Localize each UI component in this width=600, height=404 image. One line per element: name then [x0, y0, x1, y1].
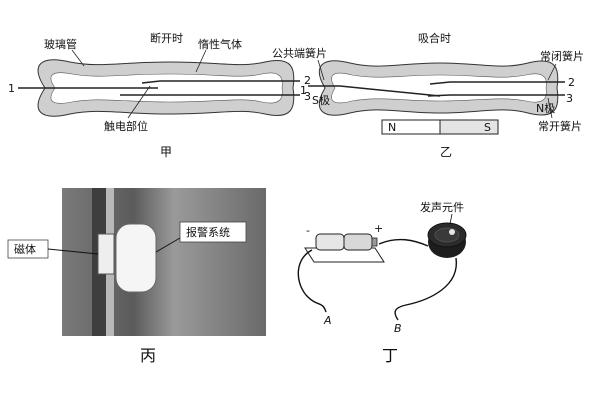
plus-label: + [374, 222, 383, 235]
gas-pointer [195, 49, 207, 73]
glass-pointer [71, 49, 85, 67]
bar-magnet-s [439, 119, 499, 135]
door-alarm-photo: 磁体 报警系统 丙 [7, 188, 266, 365]
glass-tube-label: 玻璃管 [44, 37, 77, 51]
magnet-block [97, 233, 115, 275]
contact-pointer [127, 85, 151, 119]
battery-terminal-cap [371, 237, 378, 247]
contact-label: 触电部位 [104, 119, 148, 133]
reed-lead-2 [141, 80, 300, 84]
state-open-label: 断开时 [150, 31, 183, 45]
reed-switch-open-diagram: 断开时 玻璃管 惰性气体 触电部位 1 2 3 甲 [8, 31, 311, 159]
nc-reed-label: 常闭簧片 [540, 49, 584, 63]
buzzer-rim [434, 227, 460, 243]
nc-reed-pointer [547, 63, 557, 81]
terminal-3b-label: 3 [566, 92, 573, 105]
state-closed-label: 吸合时 [418, 31, 451, 45]
no-reed-pointer [547, 97, 553, 119]
terminal-2b-label: 2 [568, 76, 575, 89]
lead-a-label: A [323, 314, 332, 327]
wire-to-a [297, 249, 327, 313]
no-reed-line [427, 94, 565, 97]
no-reed-label: 常开簧片 [538, 119, 582, 133]
magnet-n-label: N [388, 121, 396, 134]
caption-jia: 甲 [160, 145, 172, 159]
battery-cell-1 [315, 233, 345, 251]
wire-to-b [394, 257, 457, 321]
nc-reed-line [429, 81, 565, 85]
battery-holder [304, 247, 385, 263]
reed-switch-closed-diagram: 吸合时 公共端簧片 常闭簧片 常开簧片 S极 N极 N S 1 2 3 乙 [272, 31, 584, 159]
alarm-label-box [179, 221, 247, 243]
magnet-s-label: S [484, 121, 491, 134]
alarm-pointer [155, 237, 181, 253]
buzzer-circuit-sketch: 发声元件 - + A B 丁 [297, 200, 467, 365]
terminal-3-label: 3 [304, 90, 311, 103]
terminal-1b-label: 1 [300, 84, 307, 97]
buzzer-pointer [449, 213, 453, 225]
minus-label: - [306, 224, 310, 237]
magnet-pointer [47, 248, 99, 255]
alarm-unit [115, 223, 157, 293]
n-pole-label: N极 [536, 101, 555, 115]
lead-b-label: B [394, 322, 402, 335]
magnet-label: 磁体 [14, 242, 36, 256]
alarm-label: 报警系统 [186, 225, 230, 239]
wire-to-buzzer [378, 238, 429, 247]
common-reed-label: 公共端簧片 [272, 46, 327, 60]
inert-gas-label: 惰性气体 [198, 37, 242, 51]
terminal-1-label: 1 [8, 82, 15, 95]
buzzer-hole [449, 229, 455, 235]
terminal-2-label: 2 [304, 74, 311, 87]
caption-bing: 丙 [140, 346, 156, 365]
buzzer-label: 发声元件 [420, 200, 464, 214]
caption-yi: 乙 [440, 145, 452, 159]
common-reed-pointer [317, 59, 325, 81]
battery-cell-2 [343, 233, 373, 251]
caption-ding: 丁 [382, 346, 398, 365]
s-pole-label: S极 [312, 93, 330, 107]
common-reed-line [308, 85, 441, 97]
